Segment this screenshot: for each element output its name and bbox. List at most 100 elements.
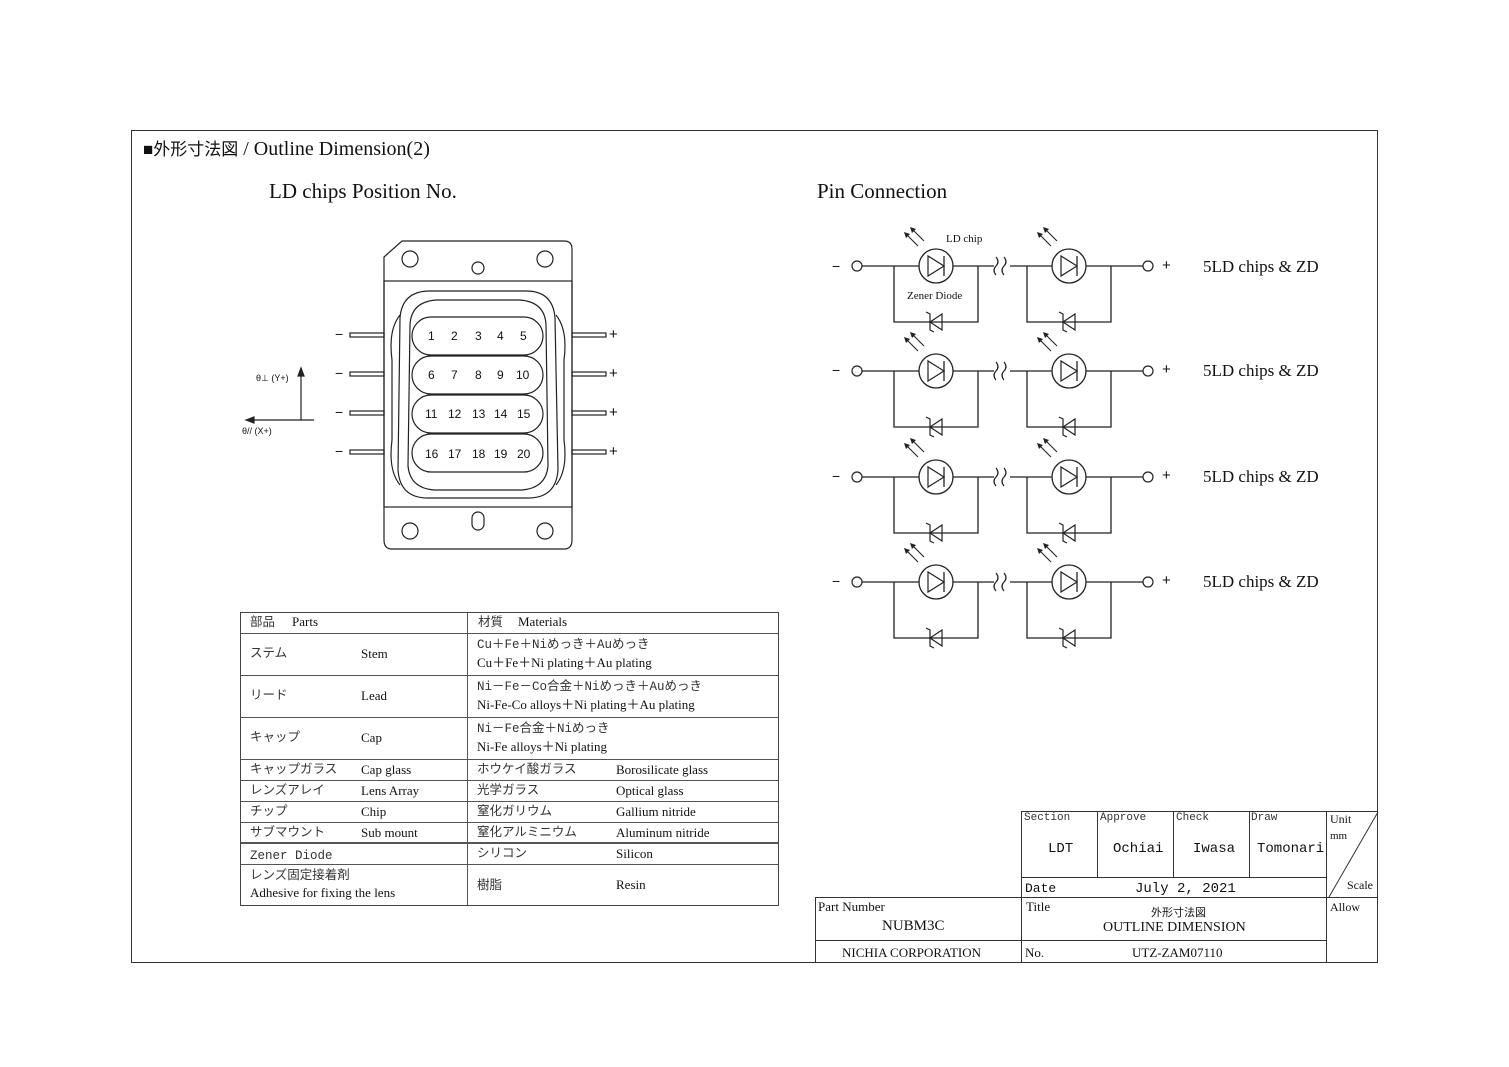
table-row: Zener Diode シリコン Silicon (241, 844, 778, 865)
axis-y-label: θ⊥ (Y+) (256, 373, 289, 383)
zener-bar (925, 522, 935, 544)
zener-bar (1058, 627, 1068, 649)
part-en: Stem (361, 646, 388, 661)
wire-break (993, 467, 999, 487)
lead-minus-label: − (335, 443, 344, 459)
material-en: Ni-Fe alloys＋Ni plating (477, 739, 607, 754)
wire-break (1001, 361, 1007, 381)
lead-pins-right (571, 332, 607, 455)
chip-number: 1 (428, 329, 435, 343)
title-label: Title (1026, 899, 1051, 914)
material-jp: 光学ガラス (477, 784, 540, 798)
zener-diode-icon (1061, 628, 1076, 648)
table-row: チップ Chip 窒化ガリウム Gallium nitride (241, 802, 778, 823)
emission-arrowhead (1037, 232, 1043, 238)
material-en: Ni-Fe-Co alloys＋Ni plating＋Au plating (477, 697, 695, 712)
drawing-title-sep: / (238, 138, 254, 160)
lead-plus-label: + (609, 365, 618, 382)
diode-triangle (1060, 254, 1079, 278)
zener-branch-wire (893, 266, 979, 323)
terminal-plus (1142, 471, 1154, 483)
approve-value: Ochiai (1113, 841, 1164, 857)
wire-break (993, 256, 999, 276)
part-jp: Zener Diode (250, 849, 333, 863)
emission-arrowhead (904, 548, 910, 554)
no-value: UTZ-ZAM07110 (1132, 945, 1223, 960)
part-jp: レンズアレイ (250, 784, 325, 798)
unit-value: mm (1330, 830, 1348, 842)
zener-branch-wire (1026, 371, 1112, 428)
chip-number: 5 (520, 329, 527, 343)
emission-arrowhead (1037, 443, 1043, 449)
part-jp: ステム (250, 647, 288, 661)
laser-diode-icon (918, 459, 954, 495)
mount-hole (401, 250, 419, 268)
title-jp: 外形寸法図 (1151, 907, 1206, 919)
pin-row-description: 5LD chips & ZD (1203, 361, 1319, 380)
part-en: Chip (361, 804, 387, 819)
terminal-minus (851, 576, 863, 588)
package-drawing (349, 240, 607, 550)
drawing-title-jp: ■外形寸法図 (143, 142, 239, 161)
part-jp: チップ (250, 805, 288, 819)
approve-label: Approve (1100, 812, 1147, 824)
chip-number: 17 (448, 447, 462, 461)
draw-value: Tomonari (1257, 841, 1325, 857)
emission-arrowhead (1037, 548, 1043, 554)
zener-bar (1058, 311, 1068, 333)
zener-diode-icon (928, 628, 943, 648)
material-jp: シリコン (477, 847, 528, 861)
lead-minus-label: − (335, 404, 344, 420)
header-parts-en: Parts (292, 614, 318, 629)
company-name: NICHIA CORPORATION (842, 945, 982, 960)
emission-arrowhead (1043, 332, 1049, 338)
draw-label: Draw (1251, 812, 1278, 824)
chip-number: 7 (451, 368, 458, 382)
chip-number: 3 (475, 329, 482, 343)
material-en: Resin (616, 877, 646, 892)
cap-side-left (390, 314, 401, 486)
chip-number: 15 (517, 407, 531, 421)
laser-diode-icon (1051, 564, 1087, 600)
title-en: OUTLINE DIMENSION (1103, 920, 1246, 935)
lens-row (411, 355, 544, 395)
section-label: Section (1024, 812, 1071, 824)
zener-branch-wire (1026, 477, 1112, 534)
zener-diode-icon (928, 312, 943, 332)
pin-connection-title: Pin Connection (817, 179, 948, 203)
material-jp: 窒化アルミニウム (477, 826, 577, 840)
zener-diode-icon (1061, 312, 1076, 332)
pin-plus-label: + (1162, 572, 1171, 589)
pin-minus-label: − (832, 468, 841, 484)
table-row: レンズ固定接着剤 Adhesive for fixing the lens 樹脂… (241, 865, 778, 905)
part-en: Lead (361, 688, 387, 703)
axis-indicator (244, 366, 314, 424)
terminal-plus (1142, 260, 1154, 272)
table-row: ステム Stem Cu＋Fe＋Niめっき＋Auめっき Cu＋Fe＋Ni plat… (241, 634, 778, 676)
part-en: Adhesive for fixing the lens (250, 885, 396, 900)
wire-break (993, 361, 999, 381)
part-jp: レンズ固定接着剤 (250, 869, 350, 883)
terminal-plus (1142, 365, 1154, 377)
part-en: Cap glass (361, 762, 412, 777)
zener-diode-icon (1061, 417, 1076, 437)
table-row: リード Lead Ni－Fe－Co合金＋Niめっき＋Auめっき Ni-Fe-Co… (241, 676, 778, 718)
package-inner-body (383, 280, 573, 508)
table-header-row: 部品 Parts 材質 Materials (241, 613, 778, 634)
pin-plus-label: + (1162, 467, 1171, 484)
terminal-minus (851, 471, 863, 483)
lead-minus-label: − (335, 365, 344, 381)
wire-break (1001, 572, 1007, 592)
zener-branch-wire (893, 582, 979, 639)
zener-branch-wire (893, 477, 979, 534)
part-en: Sub mount (361, 825, 418, 840)
lead-plus-label: + (609, 326, 618, 343)
material-en: Optical glass (616, 783, 684, 798)
laser-diode-icon (1051, 248, 1087, 284)
diode-triangle (1060, 359, 1079, 383)
zener-branch-wire (1026, 582, 1112, 639)
emission-arrowhead (1043, 543, 1049, 549)
material-jp: Ni－Fe合金＋Niめっき (477, 722, 610, 736)
laser-diode-icon (918, 564, 954, 600)
laser-diode-icon (918, 353, 954, 389)
